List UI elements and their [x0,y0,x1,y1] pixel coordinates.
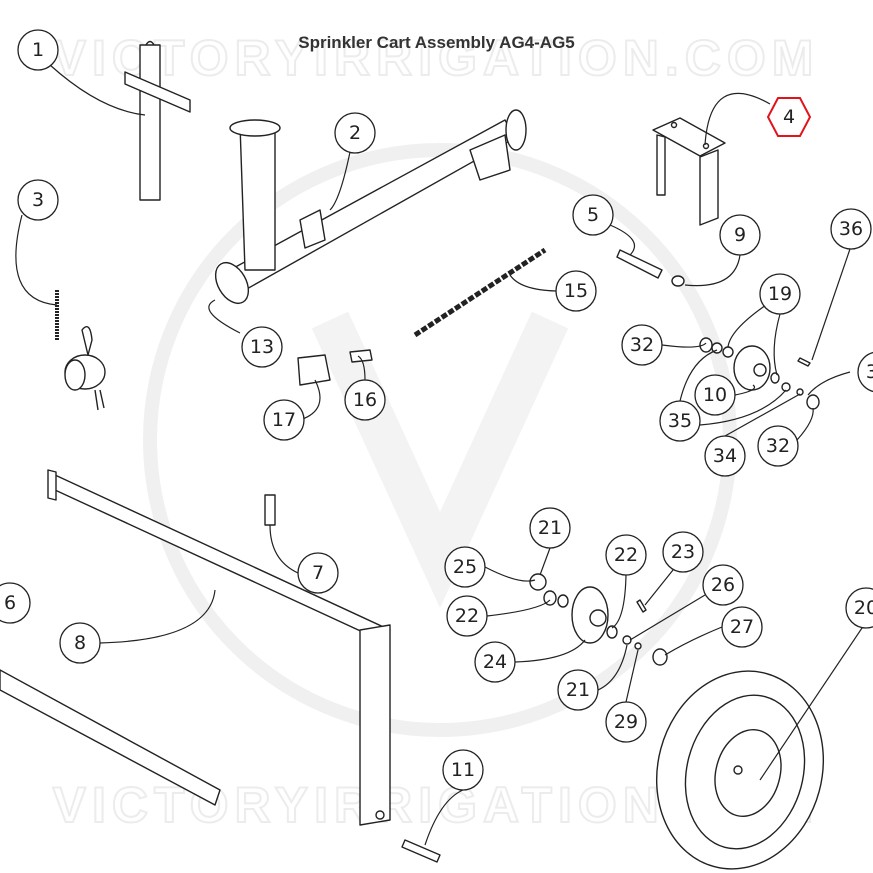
svg-text:11: 11 [451,759,475,781]
callout-29[interactable]: 29 [605,701,647,743]
callout-21b[interactable]: 21 [557,669,599,711]
svg-text:35: 35 [668,410,692,432]
diagram-title: Sprinkler Cart Assembly AG4-AG5 [298,33,575,52]
svg-text:29: 29 [614,711,638,733]
callout-5[interactable]: 5 [572,194,614,236]
callout-15[interactable]: 15 [555,270,597,312]
svg-text:VICTORYIRRIGATION.COM: VICTORYIRRIGATION.COM [53,30,820,86]
callout-32b[interactable]: 32 [757,425,799,467]
svg-text:10: 10 [703,384,727,406]
callout-23[interactable]: 23 [662,531,704,573]
svg-text:25: 25 [453,556,477,578]
part-hub-lower [529,573,668,666]
svg-text:8: 8 [74,632,86,654]
callout-10[interactable]: 10 [694,374,736,416]
svg-text:21: 21 [538,517,562,539]
svg-text:16: 16 [353,389,377,411]
callout-22a[interactable]: 22 [605,534,647,576]
callout-21a[interactable]: 21 [529,507,571,549]
callout-22b[interactable]: 22 [446,595,488,637]
svg-text:17: 17 [272,409,296,431]
callout-4-highlighted[interactable]: 4 [766,97,812,137]
svg-text:13: 13 [250,336,274,358]
svg-text:4: 4 [783,106,795,128]
svg-text:24: 24 [483,651,507,673]
callout-25[interactable]: 25 [444,546,486,588]
part-chain [55,290,106,411]
leader-lines [15,64,863,846]
svg-text:21: 21 [566,679,590,701]
part-pins-chain [413,247,685,338]
part-hub-upper [699,337,820,410]
svg-text:19: 19 [768,283,792,305]
svg-text:15: 15 [564,280,588,302]
callout-33[interactable]: 33 [857,351,873,393]
svg-text:5: 5 [587,204,599,226]
svg-text:22: 22 [614,544,638,566]
part-tire [655,670,825,870]
svg-text:9: 9 [734,224,746,246]
callout-19[interactable]: 19 [759,273,801,315]
svg-text:3: 3 [32,189,44,211]
svg-text:26: 26 [711,574,735,596]
part-axle-frame [0,469,391,826]
svg-text:34: 34 [713,445,737,467]
svg-text:32: 32 [766,435,790,457]
callout-13[interactable]: 13 [241,326,283,368]
callout-20[interactable]: 20 [845,587,873,629]
callout-11[interactable]: 11 [442,749,484,791]
part-bracket [652,117,726,226]
callout-6[interactable]: 6 [0,582,31,624]
svg-text:20: 20 [854,597,873,619]
svg-text:22: 22 [455,605,479,627]
svg-text:2: 2 [349,122,361,144]
part-clips [297,349,373,386]
callout-32a[interactable]: 32 [621,324,663,366]
callout-27[interactable]: 27 [721,606,763,648]
callout-7[interactable]: 7 [297,552,339,594]
svg-text:7: 7 [312,562,324,584]
callout-9[interactable]: 9 [719,214,761,256]
callout-36[interactable]: 36 [830,208,872,250]
svg-text:23: 23 [671,541,695,563]
part-pin-11 [401,839,441,863]
part-frame-tube [214,109,527,304]
callout-34[interactable]: 34 [704,435,746,477]
svg-text:33: 33 [866,361,873,383]
svg-text:32: 32 [630,334,654,356]
callout-35[interactable]: 35 [659,400,701,442]
callout-1[interactable]: 1 [17,29,59,71]
callouts: 1 2 3 4 5 6 7 8 9 10 11 13 15 16 17 19 2… [0,29,873,791]
svg-text:36: 36 [839,218,863,240]
callout-16[interactable]: 16 [344,379,386,421]
callout-26[interactable]: 26 [702,564,744,606]
callout-17[interactable]: 17 [263,399,305,441]
callout-3[interactable]: 3 [17,179,59,221]
callout-8[interactable]: 8 [59,622,101,664]
svg-text:27: 27 [730,616,754,638]
svg-text:1: 1 [32,39,44,61]
svg-text:6: 6 [4,592,16,614]
part-post [124,40,191,201]
callout-2[interactable]: 2 [334,112,376,154]
callout-24[interactable]: 24 [474,641,516,683]
